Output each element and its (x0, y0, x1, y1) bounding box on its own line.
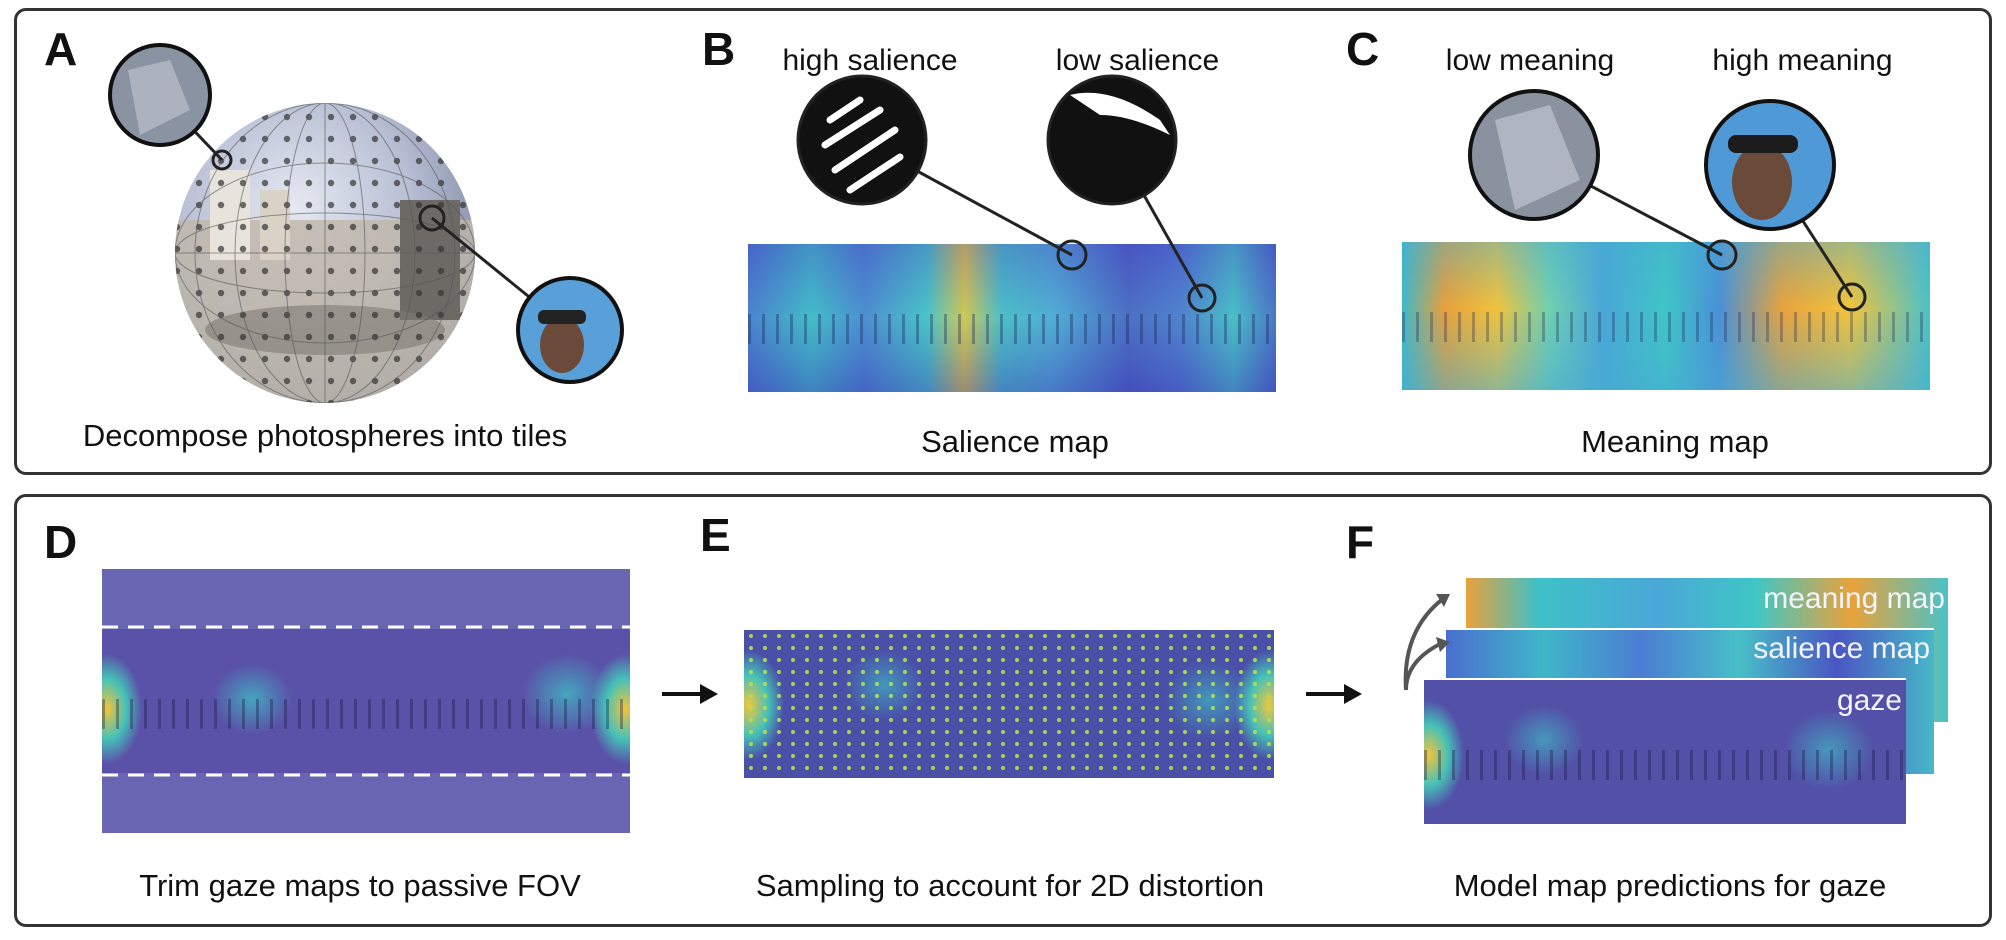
meaning-callouts (1468, 89, 1867, 312)
gaze-layer-label: gaze (1836, 684, 1902, 717)
photosphere-illustration (108, 43, 624, 403)
sampling-map (744, 630, 1274, 778)
gaze-layer (1424, 678, 1906, 824)
comparison-arrows (1403, 594, 1450, 691)
panel-b-caption: Salience map (921, 424, 1109, 459)
panel-b-left-label: high salience (782, 44, 958, 77)
salience-callouts (796, 74, 1217, 313)
tile-callout-small-wall (211, 149, 233, 171)
fov-trim-lines (102, 625, 630, 777)
panel-c-right-label: high meaning (1712, 44, 1893, 77)
gaze-map-full (102, 569, 630, 833)
panel-f-caption: Model map predictions for gaze (1453, 868, 1887, 903)
meaning-map-layer-label: meaning map (1763, 582, 1945, 615)
panel-e-caption: Sampling to account for 2D distortion (755, 868, 1265, 903)
panel-c-letter: C (1346, 23, 1380, 75)
panel-e-letter: E (700, 509, 731, 561)
low-salience-tile (1046, 74, 1178, 206)
panel-a-letter: A (44, 23, 78, 75)
high-salience-tile (796, 74, 928, 206)
meaning-map-strip (1402, 242, 1930, 390)
panel-b-letter: B (702, 23, 736, 75)
panel-d-letter: D (44, 516, 78, 568)
salience-map-layer-label: salience map (1753, 632, 1930, 665)
arrow-d-to-e (662, 684, 718, 704)
salience-map-strip (748, 244, 1276, 392)
panel-b-right-label: low salience (1055, 44, 1220, 77)
tile-callout-small-face (418, 204, 446, 232)
panel-c-left-label: low meaning (1445, 44, 1615, 77)
arrow-e-to-f (1306, 684, 1362, 704)
panel-d-caption: Trim gaze maps to passive FOV (139, 868, 581, 903)
panel-a-caption: Decompose photospheres into tiles (82, 418, 568, 453)
panel-f-letter: F (1346, 516, 1375, 568)
panel-c-caption: Meaning map (1581, 424, 1769, 459)
